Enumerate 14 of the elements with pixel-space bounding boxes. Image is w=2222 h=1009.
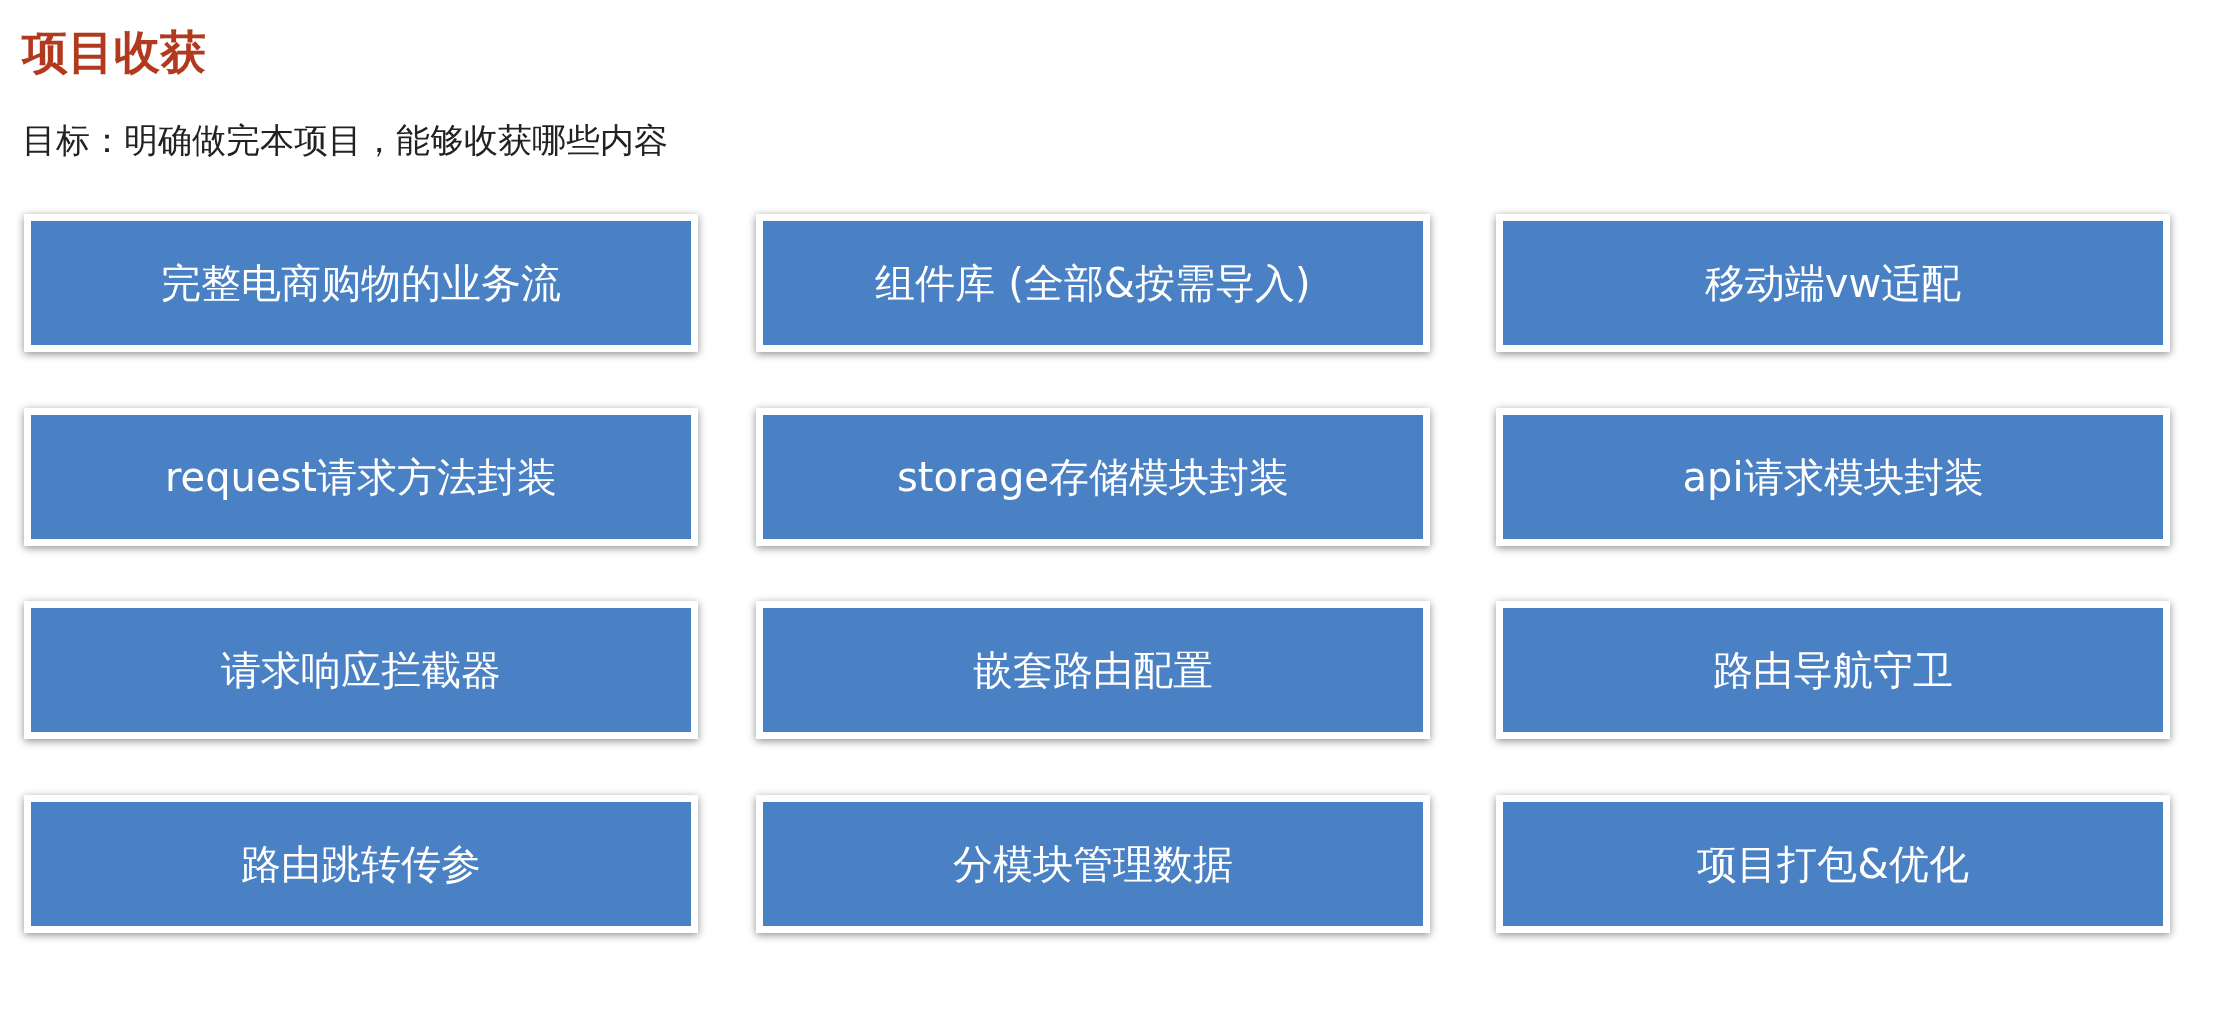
topic-text: 路由跳转传参 <box>241 839 481 889</box>
slide-title: 项目收获 <box>22 24 206 81</box>
topic-text: api请求模块封装 <box>1682 452 1984 502</box>
topic-text: 路由导航守卫 <box>1713 645 1953 695</box>
topic-text: 移动端vw适配 <box>1704 258 1962 308</box>
topic-text: 完整电商购物的业务流 <box>161 258 561 308</box>
topic-text: 请求响应拦截器 <box>221 645 501 695</box>
topic-text: request请求方法封装 <box>164 452 558 502</box>
topic-text: 项目打包&优化 <box>1697 839 1969 889</box>
topic-text: 组件库 (全部&按需导入) <box>875 258 1311 308</box>
topic-text: storage存储模块封装 <box>897 452 1289 502</box>
topic-text: 嵌套路由配置 <box>973 645 1213 695</box>
subtitle-text: 目标：明确做完本项目，能够收获哪些内容 <box>22 119 668 162</box>
topic-text: 分模块管理数据 <box>953 839 1233 889</box>
